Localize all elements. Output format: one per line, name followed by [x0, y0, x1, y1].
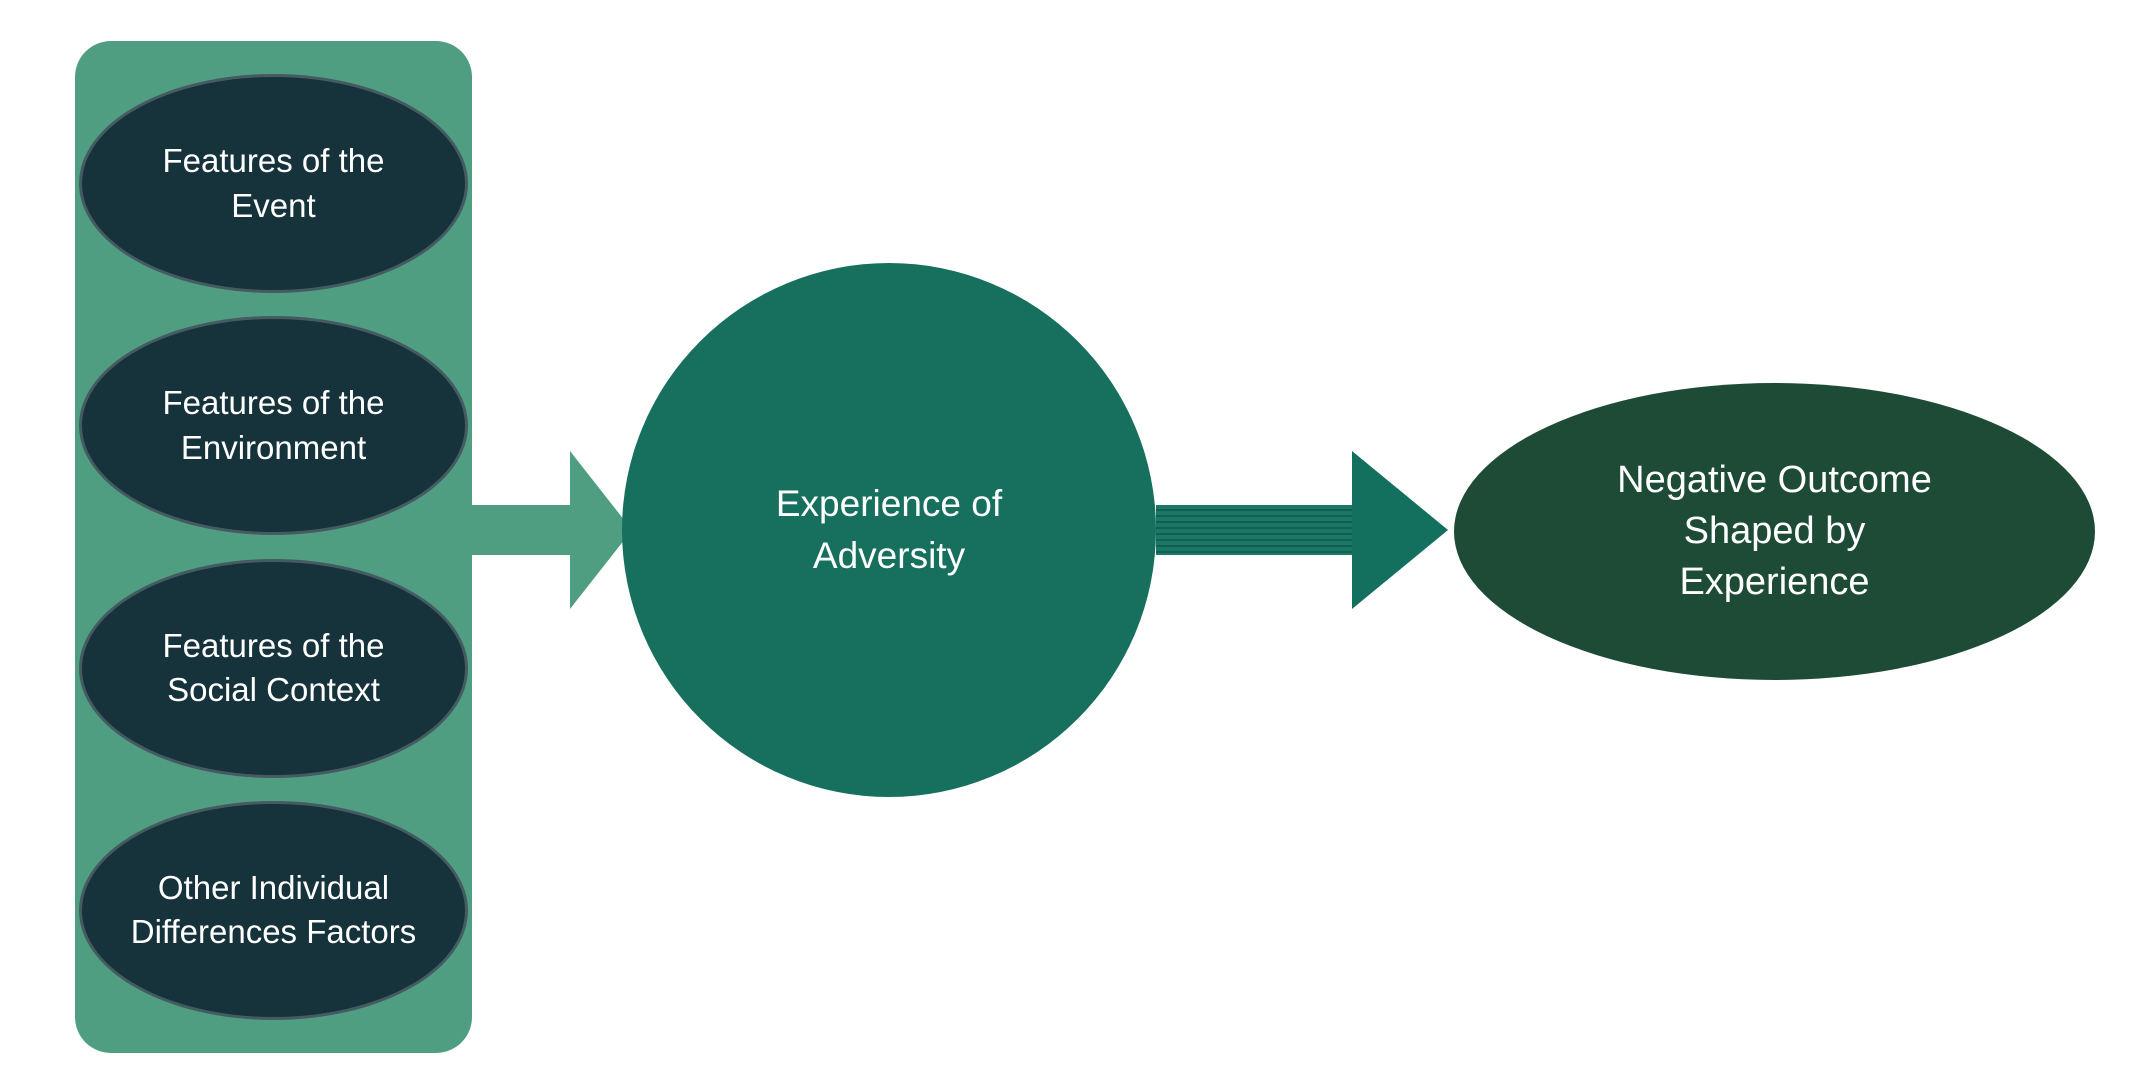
arrow-head-icon	[1352, 451, 1448, 609]
node-negative-outcome: Negative Outcome Shaped by Experience	[1454, 383, 2095, 680]
node-features-of-the-social-context: Features of the Social Context	[79, 558, 468, 778]
node-label: Features of the Event	[162, 142, 385, 224]
node-features-of-the-environment: Features of the Environment	[79, 316, 468, 536]
node-experience-of-adversity: Experience of Adversity	[622, 263, 1156, 797]
node-label: Other Individual Differences Factors	[130, 868, 417, 951]
node-label: Experience of Adversity	[775, 483, 1003, 576]
arrow-shaft	[472, 505, 570, 555]
input-factors-panel: Features of the Event Features of the En…	[75, 41, 472, 1053]
node-label: Features of the Environment	[162, 384, 385, 466]
arrow-head-icon	[570, 451, 632, 609]
node-other-individual-differences: Other Individual Differences Factors	[79, 800, 468, 1020]
arrow-shaft	[1156, 505, 1352, 555]
node-label: Features of the Social Context	[162, 626, 385, 709]
node-label: Negative Outcome Shaped by Experience	[1617, 458, 1932, 604]
node-features-of-the-event: Features of the Event	[79, 74, 468, 294]
